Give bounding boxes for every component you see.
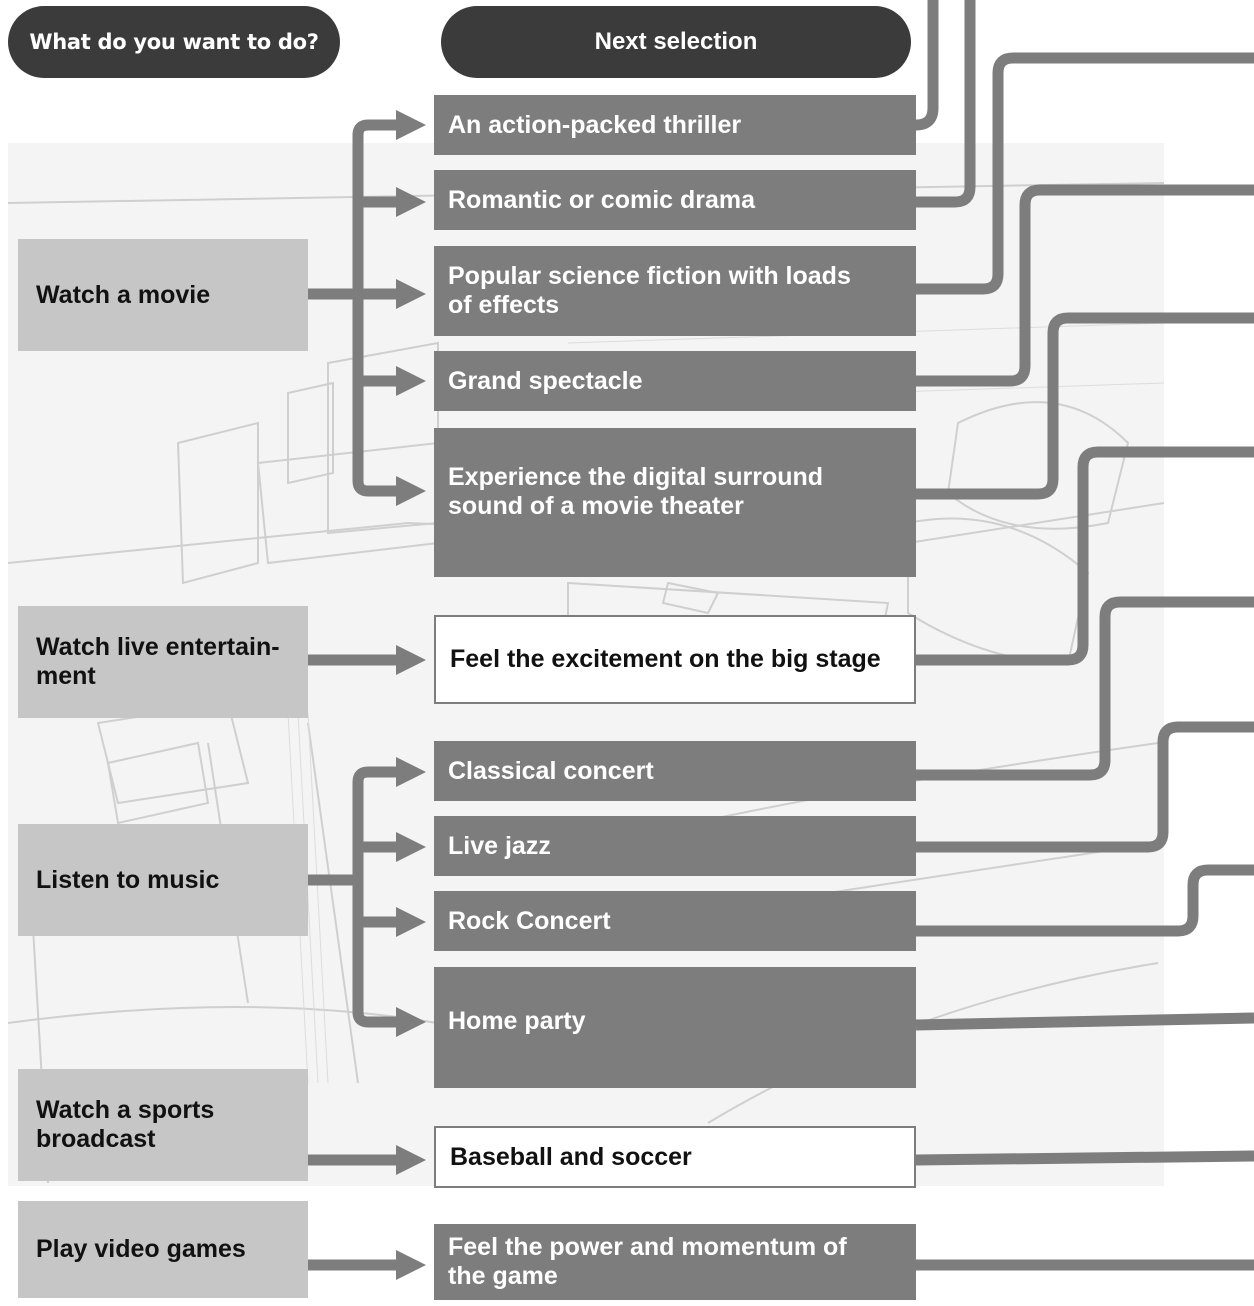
selection-label: Rock Concert [448,906,611,935]
selection-live-jazz[interactable]: Live jazz [434,816,916,876]
category-label: Watch a sports broadcast [36,1096,215,1153]
selection-home-party[interactable]: Home party [434,967,916,1088]
selection-label: Grand spectacle [448,366,643,395]
selection-label: Baseball and soccer [450,1142,692,1171]
selection-action-thriller[interactable]: An action-packed thriller [434,95,916,155]
arrowhead [396,1250,426,1280]
selection-romantic-comic-drama[interactable]: Romantic or comic drama [434,170,916,230]
category-label: Watch a movie [36,280,211,309]
header-question: What do you want to do? [8,6,340,78]
category-watch-live-entertainment[interactable]: Watch live entertain- ment [18,606,308,718]
category-label: Watch live entertain- ment [36,633,280,690]
out-line-1 [915,0,939,131]
selection-label: Live jazz [448,831,551,860]
selection-science-fiction[interactable]: Popular science fiction with loads of ef… [434,246,916,336]
selection-label: Popular science fiction with loads of ef… [448,262,851,319]
category-watch-sports-broadcast[interactable]: Watch a sports broadcast [18,1069,308,1181]
selection-classical-concert[interactable]: Classical concert [434,741,916,801]
header-question-label: What do you want to do? [29,30,319,54]
selection-label: Home party [448,1007,586,1035]
arrowhead [396,110,426,140]
selection-big-stage[interactable]: Feel the excitement on the big stage [434,615,916,704]
selection-label: Feel the excitement on the big stage [450,645,881,673]
category-play-video-games[interactable]: Play video games [18,1201,308,1298]
selection-label: Romantic or comic drama [448,185,756,214]
category-watch-movie[interactable]: Watch a movie [18,239,308,351]
selection-digital-surround[interactable]: Experience the digital surround sound of… [434,428,916,577]
selection-baseball-soccer[interactable]: Baseball and soccer [434,1126,916,1188]
selection-label: Experience the digital surround sound of… [448,463,824,520]
selection-label: Feel the power and momentum of the game [448,1233,847,1290]
category-listen-to-music[interactable]: Listen to music [18,824,308,936]
selection-game-power[interactable]: Feel the power and momentum of the game [434,1224,916,1300]
selection-label: An action-packed thriller [448,110,742,139]
header-next-selection: Next selection [441,6,911,78]
category-label: Play video games [36,1235,246,1263]
header-next-selection-label: Next selection [594,28,758,55]
selection-label: Classical concert [448,756,654,785]
category-label: Listen to music [36,865,220,894]
selection-grand-spectacle[interactable]: Grand spectacle [434,351,916,411]
selection-rock-concert[interactable]: Rock Concert [434,891,916,951]
